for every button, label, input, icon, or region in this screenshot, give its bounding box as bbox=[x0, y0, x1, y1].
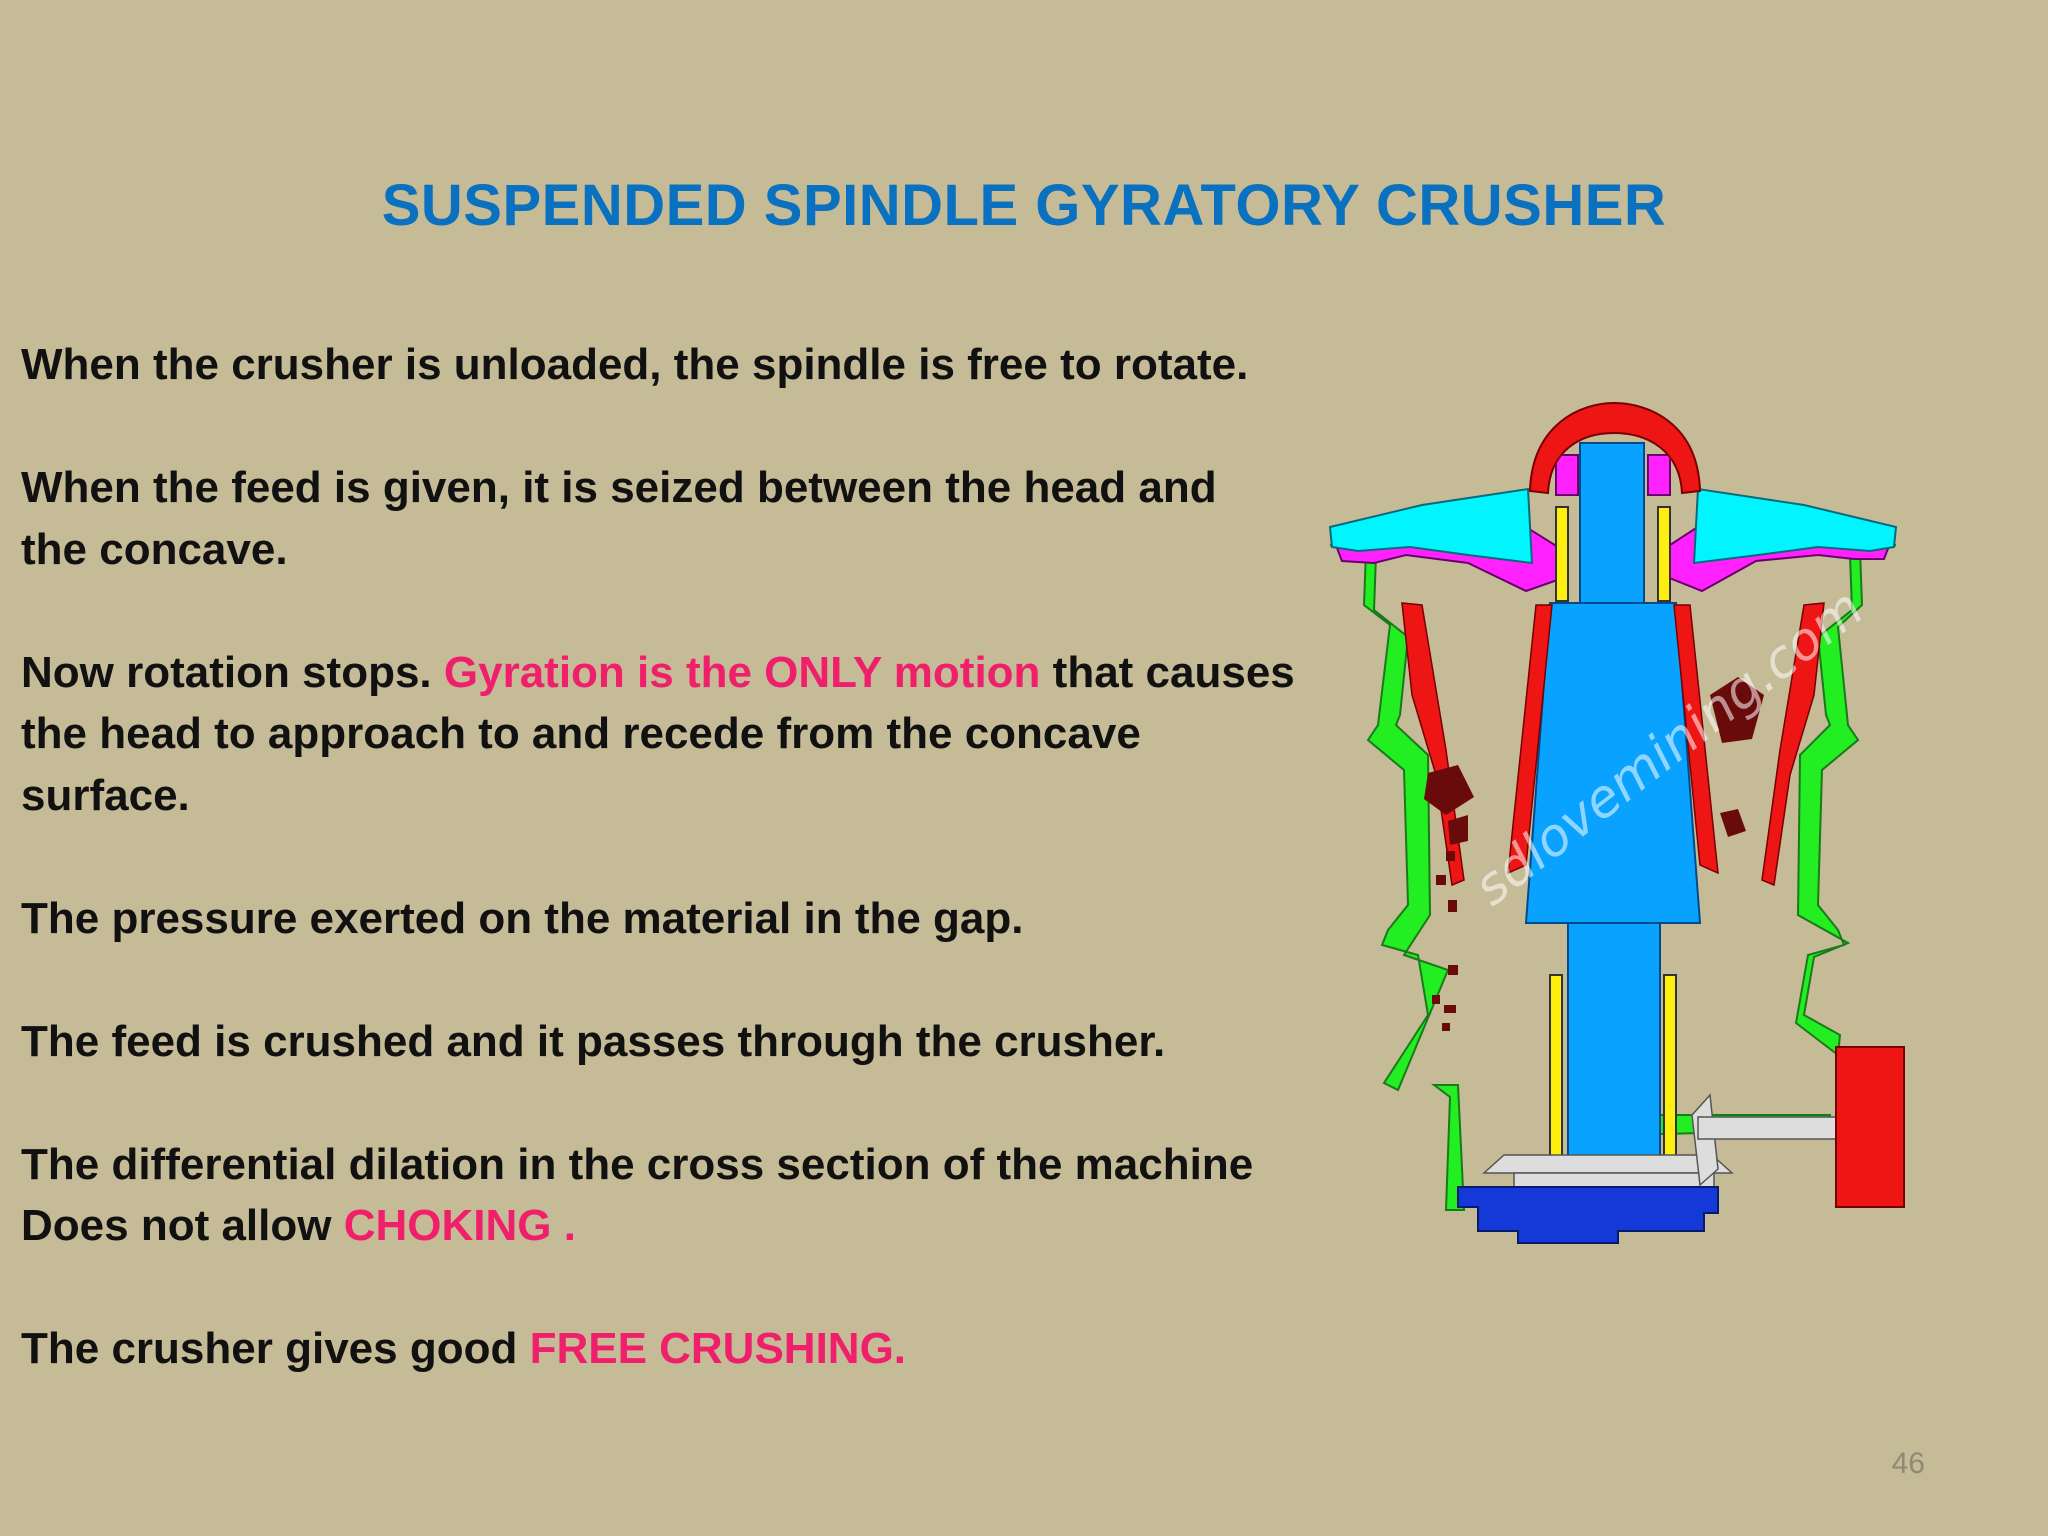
text-line: When the crusher is unloaded, the spindl… bbox=[21, 340, 1249, 389]
crusher-diagram: sdlovemining.com bbox=[1328, 401, 1905, 1244]
text-segment: Now rotation stops. bbox=[21, 647, 444, 697]
spindle bbox=[1524, 442, 1702, 1174]
head-mantle bbox=[1507, 604, 1719, 875]
highlight-free-crushing: FREE CRUSHING. bbox=[529, 1324, 907, 1373]
text-segment: Does not allow bbox=[21, 1201, 344, 1250]
spider-top bbox=[1328, 487, 1898, 565]
text-segment: The crusher gives good bbox=[21, 1324, 530, 1373]
text-line: surface. bbox=[21, 770, 190, 820]
paragraph-pressure: The pressure exerted on the material in … bbox=[21, 888, 1321, 950]
paragraph-crushed: The feed is crushed and it passes throug… bbox=[21, 1011, 1321, 1073]
highlight-gyration: Gyration is the ONLY motion bbox=[443, 647, 1041, 697]
paragraph-feed-given: When the feed is given, it is seized bet… bbox=[21, 457, 1321, 580]
text-line: When the feed is given, it is seized bet… bbox=[21, 463, 1217, 512]
text-line: The differential dilation in the cross s… bbox=[21, 1139, 1254, 1189]
crusher-base bbox=[1457, 1186, 1719, 1244]
page-number: 46 bbox=[1891, 1447, 1925, 1480]
paragraph-rotation-stops: Now rotation stops. Gyration is the ONLY… bbox=[21, 642, 1321, 827]
text-line: The feed is crushed and it passes throug… bbox=[21, 1016, 1166, 1066]
slide-title: SUSPENDED SPINDLE GYRATORY CRUSHER bbox=[381, 173, 1667, 238]
text-line: the concave. bbox=[21, 524, 288, 574]
bushings bbox=[1549, 506, 1677, 1176]
paragraph-dilation: The differential dilation in the cross s… bbox=[21, 1134, 1321, 1257]
body-text: When the crusher is unloaded, the spindl… bbox=[21, 334, 1321, 1380]
spider-cap bbox=[1528, 401, 1702, 495]
highlight-choking: CHOKING . bbox=[343, 1201, 576, 1250]
paragraph-unloaded: When the crusher is unloaded, the spindl… bbox=[21, 334, 1321, 396]
concave-liners bbox=[1401, 602, 1825, 887]
paragraph-free-crushing: The crusher gives good FREE CRUSHING. bbox=[21, 1318, 1321, 1380]
drive-pulley bbox=[1835, 1046, 1905, 1208]
text-line: The pressure exerted on the material in … bbox=[21, 893, 1024, 943]
gears bbox=[1482, 1093, 1734, 1188]
text-segment: that causes bbox=[1040, 647, 1295, 697]
rock-particles bbox=[1424, 677, 1764, 1031]
text-line: the head to approach to and recede from … bbox=[21, 709, 1141, 758]
